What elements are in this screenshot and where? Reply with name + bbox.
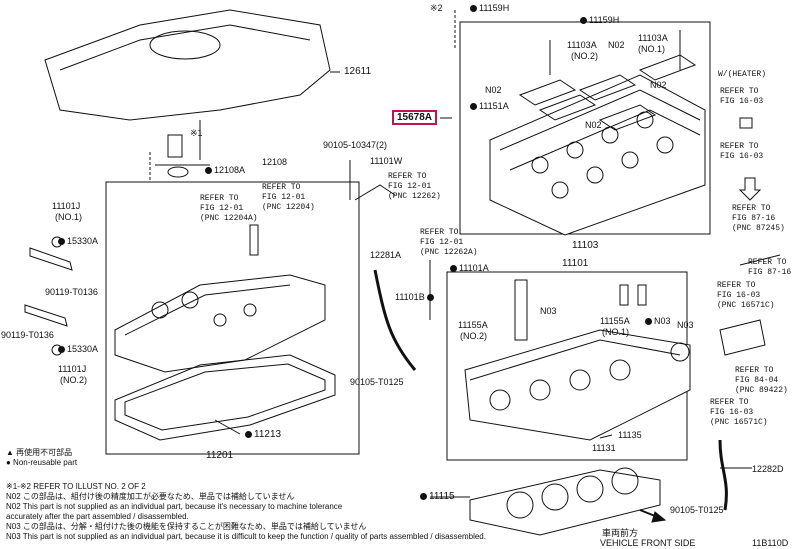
part-90105-10347[interactable]: 90105-10347(2) <box>323 140 388 150</box>
part-15330A-2[interactable]: 15330A <box>58 344 98 354</box>
non-reusable-icon <box>426 294 434 302</box>
part-11159H[interactable]: 11159H <box>470 3 509 13</box>
note-no3-c: N03 <box>677 320 694 330</box>
non-reusable-icon <box>470 5 477 13</box>
part-11213[interactable]: 11213 <box>245 430 281 440</box>
part-number: 11151A <box>479 101 509 111</box>
part-11101J-2-no: (NO.2) <box>60 375 87 385</box>
part-11155A-1-no: (NO.2) <box>460 331 487 341</box>
note-no3-b: N03 <box>645 316 671 326</box>
part-90119-T0136-2[interactable]: 90119-T0136 <box>1 330 54 340</box>
part-11101J-1[interactable]: 11101J <box>52 201 81 211</box>
note-line: N03 This part is not supplied as an indi… <box>6 532 486 541</box>
part-90105-T0125-b[interactable]: 90105-T0125 <box>670 505 724 515</box>
part-90119-T0136-1[interactable]: 90119-T0136 <box>45 287 98 297</box>
part-11155A-2[interactable]: 11155A <box>600 316 630 326</box>
part-11201[interactable]: 11201 <box>206 450 234 461</box>
note-line: accurately after the part assembled / di… <box>6 512 189 521</box>
note-line: N02 この部品は、組付け後の精度加工が必要なため、単品では補給していません <box>6 492 295 501</box>
mark-1: ※1 <box>190 128 203 138</box>
part-11159H-2[interactable]: 11159H <box>580 15 619 25</box>
note-no2-c: N02 <box>650 80 667 90</box>
part-11135[interactable]: 11135 <box>618 430 642 440</box>
non-reusable-icon <box>245 430 252 438</box>
part-11101[interactable]: 11101 <box>562 258 589 269</box>
non-reusable-icon <box>205 167 212 175</box>
front-label-jp: 車両前方 <box>602 528 639 538</box>
part-12282D[interactable]: 12282D <box>752 464 784 474</box>
part-11103A-1[interactable]: 11103A <box>567 40 597 50</box>
part-number: 11115 <box>429 491 455 502</box>
note-line: ▲ 再使用不可部品 <box>6 448 73 457</box>
part-15678A[interactable]: 15678A <box>392 110 438 125</box>
non-reusable-icon <box>580 17 587 25</box>
part-12108[interactable]: 12108 <box>262 157 288 167</box>
part-number: 11159H <box>589 15 620 25</box>
part-number: 11101B <box>395 292 425 302</box>
part-number: 11101A <box>459 263 489 273</box>
part-11101B[interactable]: 11101B <box>395 292 436 302</box>
part-number: 15330A <box>67 344 99 354</box>
part-11131[interactable]: 11131 <box>592 443 616 453</box>
part-12108A[interactable]: 12108A <box>205 165 245 175</box>
part-15330A-1[interactable]: 15330A <box>58 236 98 246</box>
non-reusable-icon <box>420 492 427 500</box>
part-no-2: (NO.2) <box>571 51 598 61</box>
part-no-1: (NO.1) <box>638 44 665 54</box>
front-label: VEHICLE FRONT SIDE <box>600 538 696 548</box>
non-reusable-icon <box>470 103 477 111</box>
part-number: 12108A <box>214 165 246 175</box>
part-number: 15330A <box>67 236 99 246</box>
note-no2-d: N02 <box>585 120 602 130</box>
diagram-code: 11B110D <box>752 538 789 548</box>
part-11103[interactable]: 11103 <box>572 240 599 251</box>
part-11155A-1[interactable]: 11155A <box>458 320 488 330</box>
note-no2-a: N02 <box>608 40 625 50</box>
part-12281A[interactable]: 12281A <box>370 250 402 260</box>
head-cover-box <box>105 181 360 455</box>
part-11115[interactable]: 11115 <box>420 492 455 502</box>
part-11103A-2[interactable]: 11103A <box>638 33 668 43</box>
note-line: N03 この部品は、分解・組付けた後の機能を保持することが困難なため、単品では補… <box>6 522 367 531</box>
engine-cover <box>44 9 331 121</box>
heater-variant: W/(HEATER) <box>718 70 767 79</box>
note-line: ● Non-reusable part <box>6 458 78 467</box>
part-11101J-2[interactable]: 11101J <box>58 364 87 374</box>
notes-block: ▲ 再使用不可部品 ● Non-reusable part ※1-※2 REFE… <box>6 448 486 542</box>
highlighted-part-number: 15678A <box>392 110 438 125</box>
part-number: 11213 <box>254 429 282 440</box>
note-line: ※1-※2 REFER TO ILLUST NO. 2 OF 2 <box>6 482 146 491</box>
part-11101J-1-no: (NO.1) <box>55 212 82 222</box>
mark-2: ※2 <box>430 3 443 13</box>
non-reusable-icon <box>58 238 65 246</box>
part-11101W[interactable]: 11101W <box>370 156 403 166</box>
part-number: 11159H <box>479 3 510 13</box>
part-12611[interactable]: 12611 <box>344 66 372 77</box>
part-11151A[interactable]: 11151A <box>470 101 509 111</box>
non-reusable-icon <box>645 318 652 326</box>
head-gasket <box>469 469 661 536</box>
non-reusable-icon <box>58 346 65 354</box>
note-no3-a: N03 <box>540 306 557 316</box>
note-line: N02 This part is not supplied as an indi… <box>6 502 343 511</box>
note-no2-b: N02 <box>485 85 502 95</box>
part-90105-T0125-a[interactable]: 90105-T0125 <box>350 377 404 387</box>
part-11101A[interactable]: 11101A <box>450 263 489 273</box>
part-11155A-2-no: (NO.1) <box>602 327 629 337</box>
non-reusable-icon <box>450 265 457 273</box>
